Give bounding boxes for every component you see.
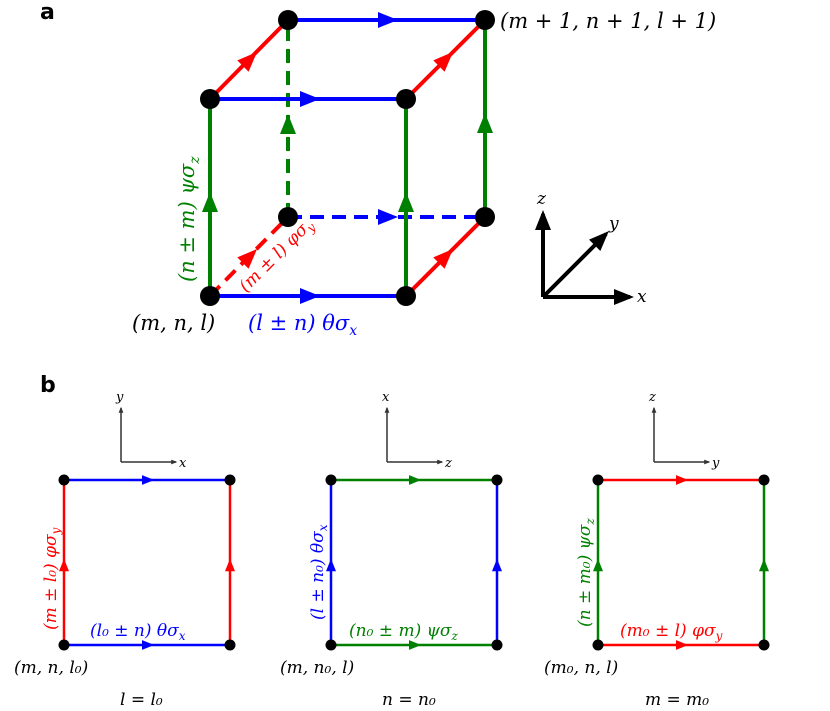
- node: [224, 474, 236, 486]
- far-vertex-label: (m + 1, n + 1, l + 1): [500, 9, 716, 33]
- horizontal-axis-label: x: [179, 456, 187, 471]
- horizontal-link-label: (n₀ ± m) ψσz: [349, 621, 459, 643]
- arrow-icon: [433, 51, 454, 72]
- node: [491, 639, 503, 651]
- node: [325, 474, 337, 486]
- panel-a-label: a: [40, 0, 55, 25]
- corner-vertex-label: (m₀, n, l): [544, 658, 618, 678]
- origin-vertex-label: (m, n, l): [132, 311, 215, 335]
- horizontal-axis-label: z: [444, 456, 452, 471]
- node: [396, 89, 416, 109]
- vertical-link-label: (l ± n₀) θσx: [308, 524, 330, 620]
- constraint-label: n = n₀: [382, 690, 436, 710]
- vertical-axis-label: z: [648, 390, 656, 405]
- node: [592, 474, 604, 486]
- axes-triad-3d: [535, 210, 634, 305]
- node-far: [475, 10, 495, 30]
- node: [200, 89, 220, 109]
- node: [325, 639, 337, 651]
- node-origin: [200, 286, 220, 306]
- y-axis-label: y: [608, 214, 619, 234]
- node: [278, 10, 298, 30]
- node: [758, 639, 770, 651]
- x-axis-label: x: [637, 287, 647, 307]
- arrow-icon: [237, 51, 258, 72]
- vertical-link-label: (m ± l₀) φσy: [41, 527, 63, 630]
- plaquette-m0: z y (m₀ ± l) φσy (n ± m₀) ψσz (m₀, n, l)…: [544, 390, 770, 710]
- plaquette-l0: y x (l₀ ± n) θσx (m ± l₀) φσy (m, n, l₀)…: [14, 390, 236, 710]
- panel-b-label: b: [40, 373, 56, 398]
- node: [758, 474, 770, 486]
- corner-vertex-label: (m, n, l₀): [14, 658, 88, 678]
- node: [278, 207, 298, 227]
- node: [592, 639, 604, 651]
- corner-vertex-label: (m, n₀, l): [280, 658, 354, 678]
- horizontal-link-label: (l₀ ± n) θσx: [90, 621, 186, 643]
- arrow-icon: [433, 248, 454, 269]
- horizontal-axis-label: y: [711, 456, 720, 471]
- node: [491, 474, 503, 486]
- vertical-axis-label: x: [382, 390, 390, 405]
- cube-links: [202, 12, 493, 304]
- constraint-label: m = m₀: [645, 690, 709, 710]
- vertical-link-label: (n ± m₀) ψσz: [575, 517, 597, 627]
- x-link-label: (l ± n) θσx: [248, 311, 357, 339]
- z-link-label: (n ± m) ψσz: [175, 156, 203, 282]
- cube-nodes: [200, 10, 495, 306]
- node: [58, 639, 70, 651]
- vertical-axis-label: y: [115, 390, 124, 405]
- arrow-icon: [237, 248, 258, 269]
- z-axis-label: z: [536, 189, 547, 209]
- horizontal-link-label: (m₀ ± l) φσy: [620, 621, 723, 643]
- node: [224, 639, 236, 651]
- y-axis-arrow-icon: [541, 231, 609, 299]
- constraint-label: l = l₀: [120, 690, 163, 710]
- node: [475, 207, 495, 227]
- plaquette-n0: x z (n₀ ± m) ψσz (l ± n₀) θσx (m, n₀, l)…: [280, 390, 503, 710]
- node: [58, 474, 70, 486]
- node: [396, 286, 416, 306]
